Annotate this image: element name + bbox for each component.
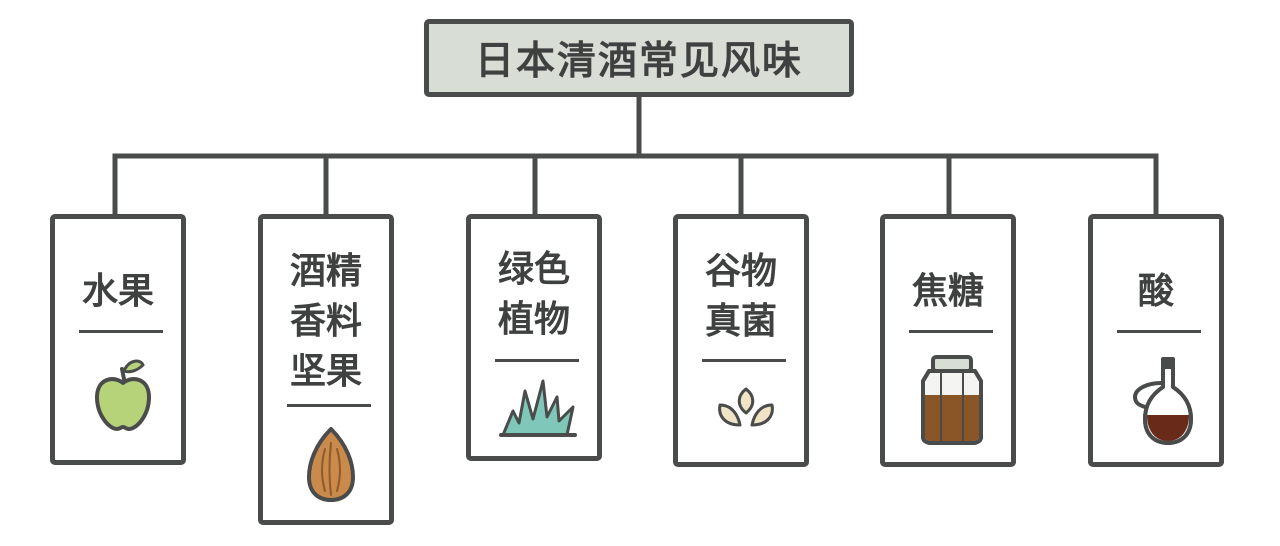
category-card-grain-fungus: 谷物 真菌 bbox=[673, 214, 809, 467]
label-line: 绿色 bbox=[497, 249, 570, 290]
category-label: 绿色 植物 bbox=[471, 245, 597, 345]
label-line: 焦糖 bbox=[911, 271, 984, 312]
category-card-fruit: 水果 bbox=[50, 214, 186, 465]
vinegar-bottle-icon bbox=[1132, 357, 1193, 445]
label-line: 香料 bbox=[289, 301, 362, 342]
category-label: 焦糖 bbox=[885, 267, 1011, 317]
label-divider bbox=[909, 330, 993, 333]
label-line: 酒精 bbox=[289, 251, 362, 292]
label-line: 真菌 bbox=[704, 301, 777, 342]
category-card-caramel: 焦糖 bbox=[880, 214, 1016, 467]
almond-icon bbox=[307, 427, 355, 502]
label-divider bbox=[495, 359, 579, 362]
category-card-spice-nut: 酒精 香料 坚果 bbox=[258, 214, 394, 525]
label-line: 酸 bbox=[1137, 271, 1174, 312]
category-label: 酒精 香料 坚果 bbox=[263, 247, 389, 397]
label-line: 植物 bbox=[497, 299, 570, 340]
label-divider bbox=[1117, 330, 1201, 333]
label-line: 水果 bbox=[81, 271, 154, 312]
category-card-acid: 酸 bbox=[1088, 214, 1224, 467]
label-divider bbox=[702, 359, 786, 362]
label-line: 谷物 bbox=[704, 251, 777, 292]
category-label: 谷物 真菌 bbox=[678, 247, 804, 347]
category-card-green-plant: 绿色 植物 bbox=[466, 214, 602, 461]
root-title: 日本清酒常见风味 bbox=[474, 39, 803, 84]
honey-jar-icon bbox=[921, 355, 983, 445]
root-node: 日本清酒常见风味 bbox=[424, 19, 854, 97]
grass-icon bbox=[499, 379, 577, 437]
label-line: 坚果 bbox=[289, 351, 362, 392]
apple-icon bbox=[95, 359, 151, 431]
category-label: 水果 bbox=[55, 267, 181, 317]
label-divider bbox=[287, 404, 371, 407]
grain-icon bbox=[718, 387, 774, 427]
category-label: 酸 bbox=[1093, 267, 1219, 317]
label-divider bbox=[79, 330, 163, 333]
